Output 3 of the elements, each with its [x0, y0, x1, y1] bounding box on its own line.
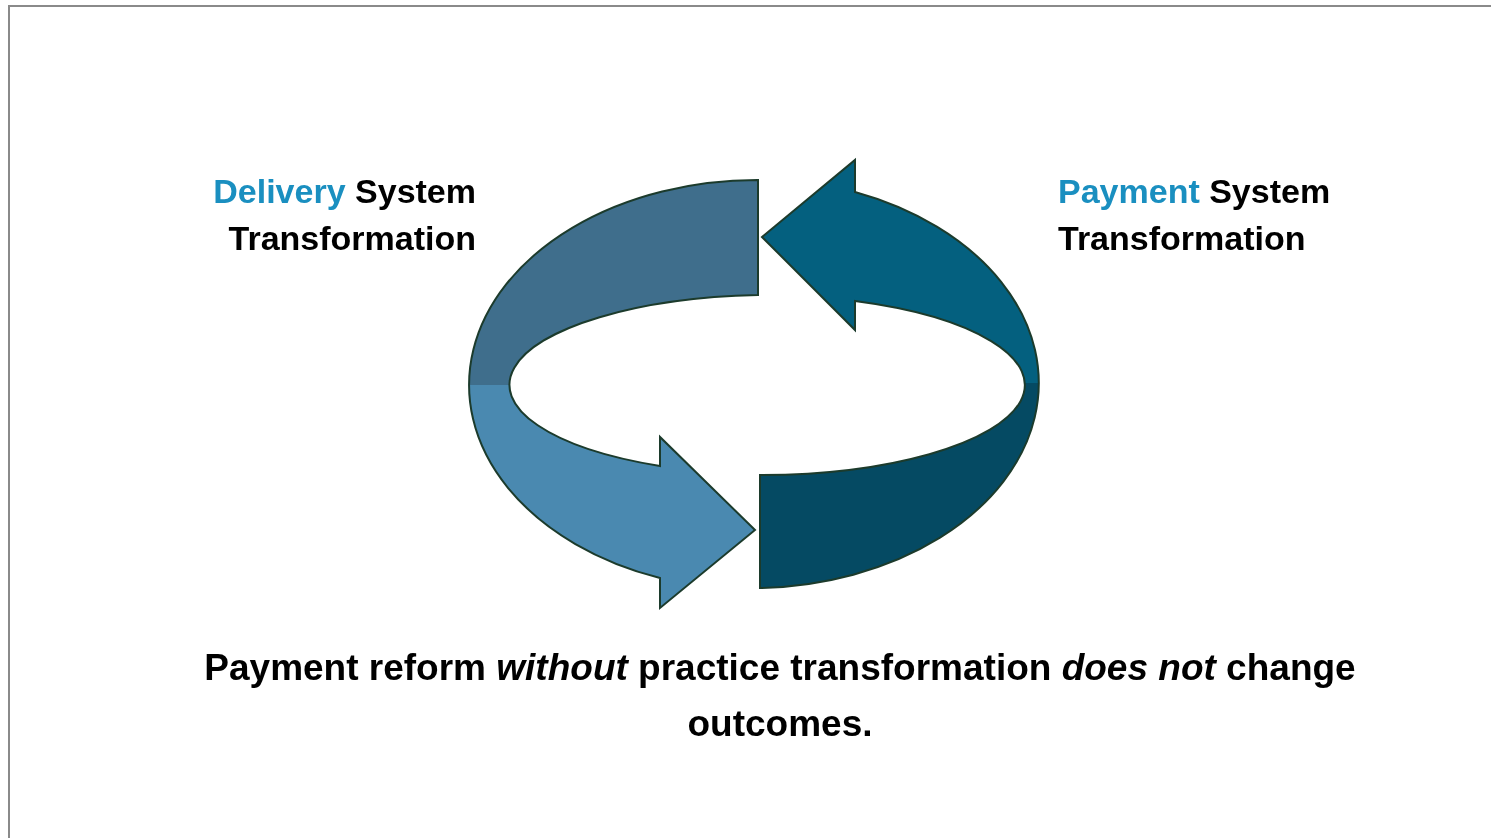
caption: Payment reform without practice transformation does not change outcomes. [203, 646, 1357, 746]
cycle-label: Payment System Transformation [1058, 171, 1332, 259]
cycle-label: Delivery System Transformation [212, 171, 476, 259]
